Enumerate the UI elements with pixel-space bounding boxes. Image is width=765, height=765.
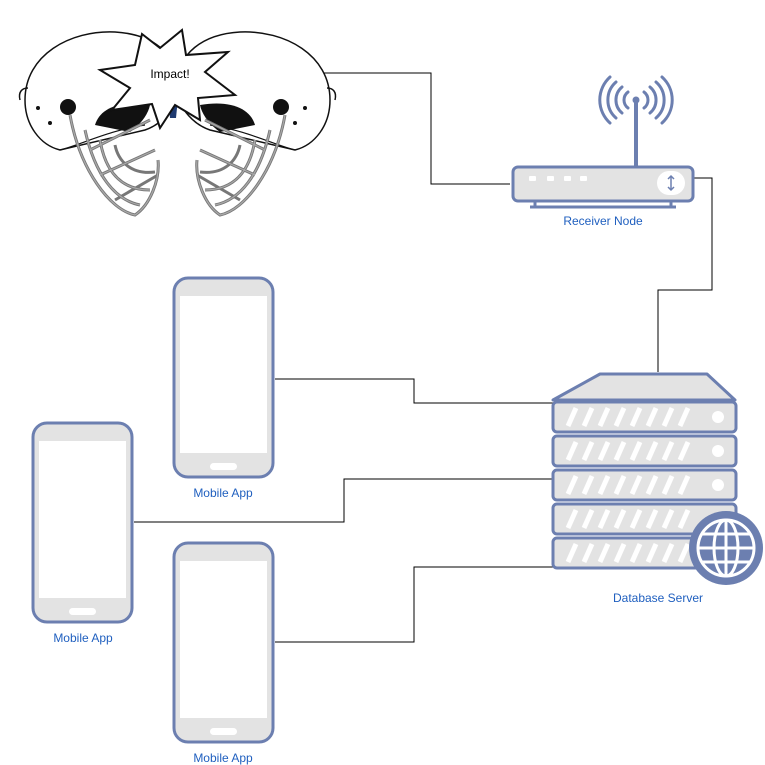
mobile-app-label-1: Mobile App: [193, 486, 253, 500]
impact-starburst: [97, 28, 238, 131]
server-unit: [551, 434, 738, 468]
smartphone-icon: [172, 541, 275, 744]
connector-phone3-server: [275, 566, 553, 643]
football-helmets-icon: Impact!: [18, 28, 337, 217]
left-helmet-ear-hole: [60, 99, 76, 115]
smartphone-icon: [172, 276, 275, 479]
connector-helmets-receiver: [323, 72, 510, 185]
smartphone-icon: [31, 421, 134, 624]
router-icon: [511, 75, 695, 209]
receiver-node-label: Receiver Node: [563, 214, 643, 228]
server-rack-icon: [551, 372, 763, 585]
mobile-app-label-2: Mobile App: [53, 631, 113, 645]
mobile-app-label-3: Mobile App: [193, 751, 253, 765]
right-helmet-ear-hole: [273, 99, 289, 115]
database-server-label: Database Server: [612, 591, 704, 605]
connector-receiver-server: [657, 177, 713, 372]
globe-icon: [689, 511, 763, 585]
server-unit: [551, 400, 738, 434]
connector-phone1-server: [275, 378, 553, 404]
connector-phone2-server: [134, 478, 553, 523]
server-unit: [551, 468, 738, 502]
impact-label: Impact!: [150, 67, 189, 81]
